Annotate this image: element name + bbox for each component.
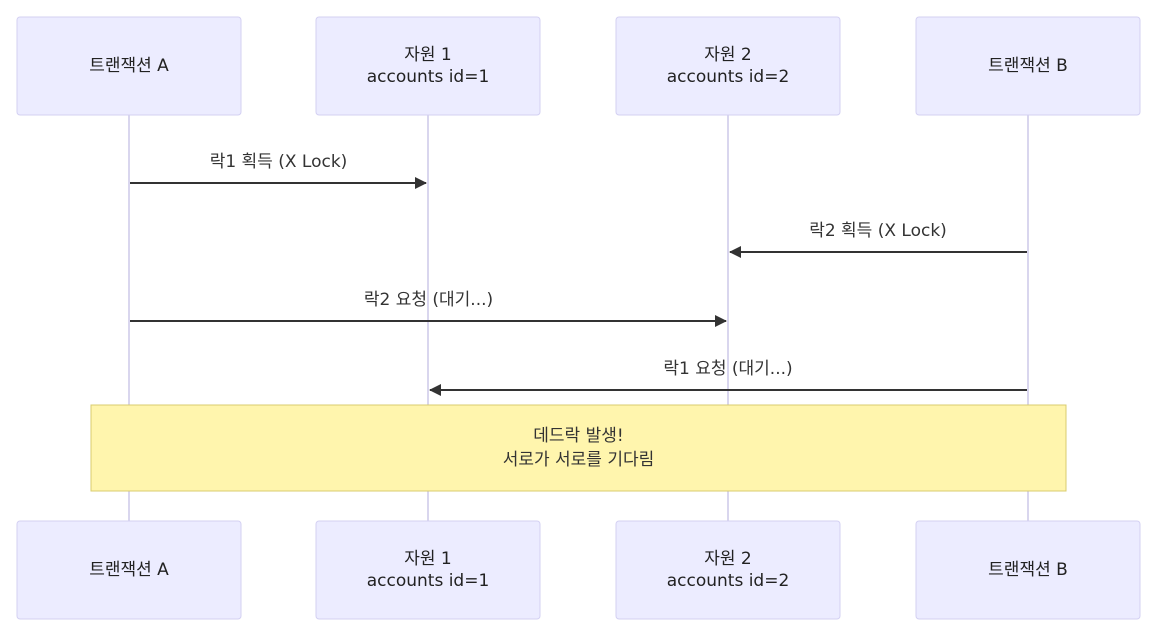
- participant-label: accounts id=1: [367, 67, 490, 87]
- participant-box: [16, 16, 242, 116]
- participant-label: 자원 2: [704, 549, 752, 569]
- deadlock-note: 데드락 발생! 서로가 서로를 기다림: [90, 404, 1067, 492]
- message-1: 락1 획득 (X Lock): [130, 152, 427, 189]
- participant-label: 트랜잭션 B: [988, 560, 1068, 580]
- participant-box: [615, 16, 841, 116]
- note-box: [90, 404, 1067, 492]
- participant-label: accounts id=2: [667, 571, 790, 591]
- message-3: 락2 요청 (대기...): [130, 290, 727, 327]
- participant-b-top: 트랜잭션 B: [915, 16, 1141, 116]
- participant-box: [315, 520, 541, 620]
- participant-box: [915, 520, 1141, 620]
- participant-box: [315, 16, 541, 116]
- participant-label: accounts id=2: [667, 67, 790, 87]
- message-4: 락1 요청 (대기...): [429, 359, 1027, 396]
- participant-label: 자원 1: [404, 549, 452, 569]
- participant-a-top: 트랜잭션 A: [16, 16, 242, 116]
- participant-label: 트랜잭션 B: [988, 56, 1068, 76]
- note-text: 서로가 서로를 기다림: [503, 450, 655, 470]
- participant-box: [16, 520, 242, 620]
- message-2: 락2 획득 (X Lock): [729, 221, 1027, 258]
- message-label: 락2 획득 (X Lock): [809, 221, 947, 241]
- note-text: 데드락 발생!: [533, 426, 623, 446]
- participant-b-bottom: 트랜잭션 B: [915, 520, 1141, 620]
- message-label: 락2 요청 (대기...): [364, 290, 493, 310]
- participant-label: 트랜잭션 A: [89, 56, 169, 76]
- participant-label: 자원 1: [404, 45, 452, 65]
- message-label: 락1 요청 (대기...): [663, 359, 792, 379]
- participant-a-bottom: 트랜잭션 A: [16, 520, 242, 620]
- participant-box: [915, 16, 1141, 116]
- participant-label: accounts id=1: [367, 571, 490, 591]
- participant-label: 자원 2: [704, 45, 752, 65]
- message-label: 락1 획득 (X Lock): [210, 152, 348, 172]
- participant-box: [615, 520, 841, 620]
- participant-label: 트랜잭션 A: [89, 560, 169, 580]
